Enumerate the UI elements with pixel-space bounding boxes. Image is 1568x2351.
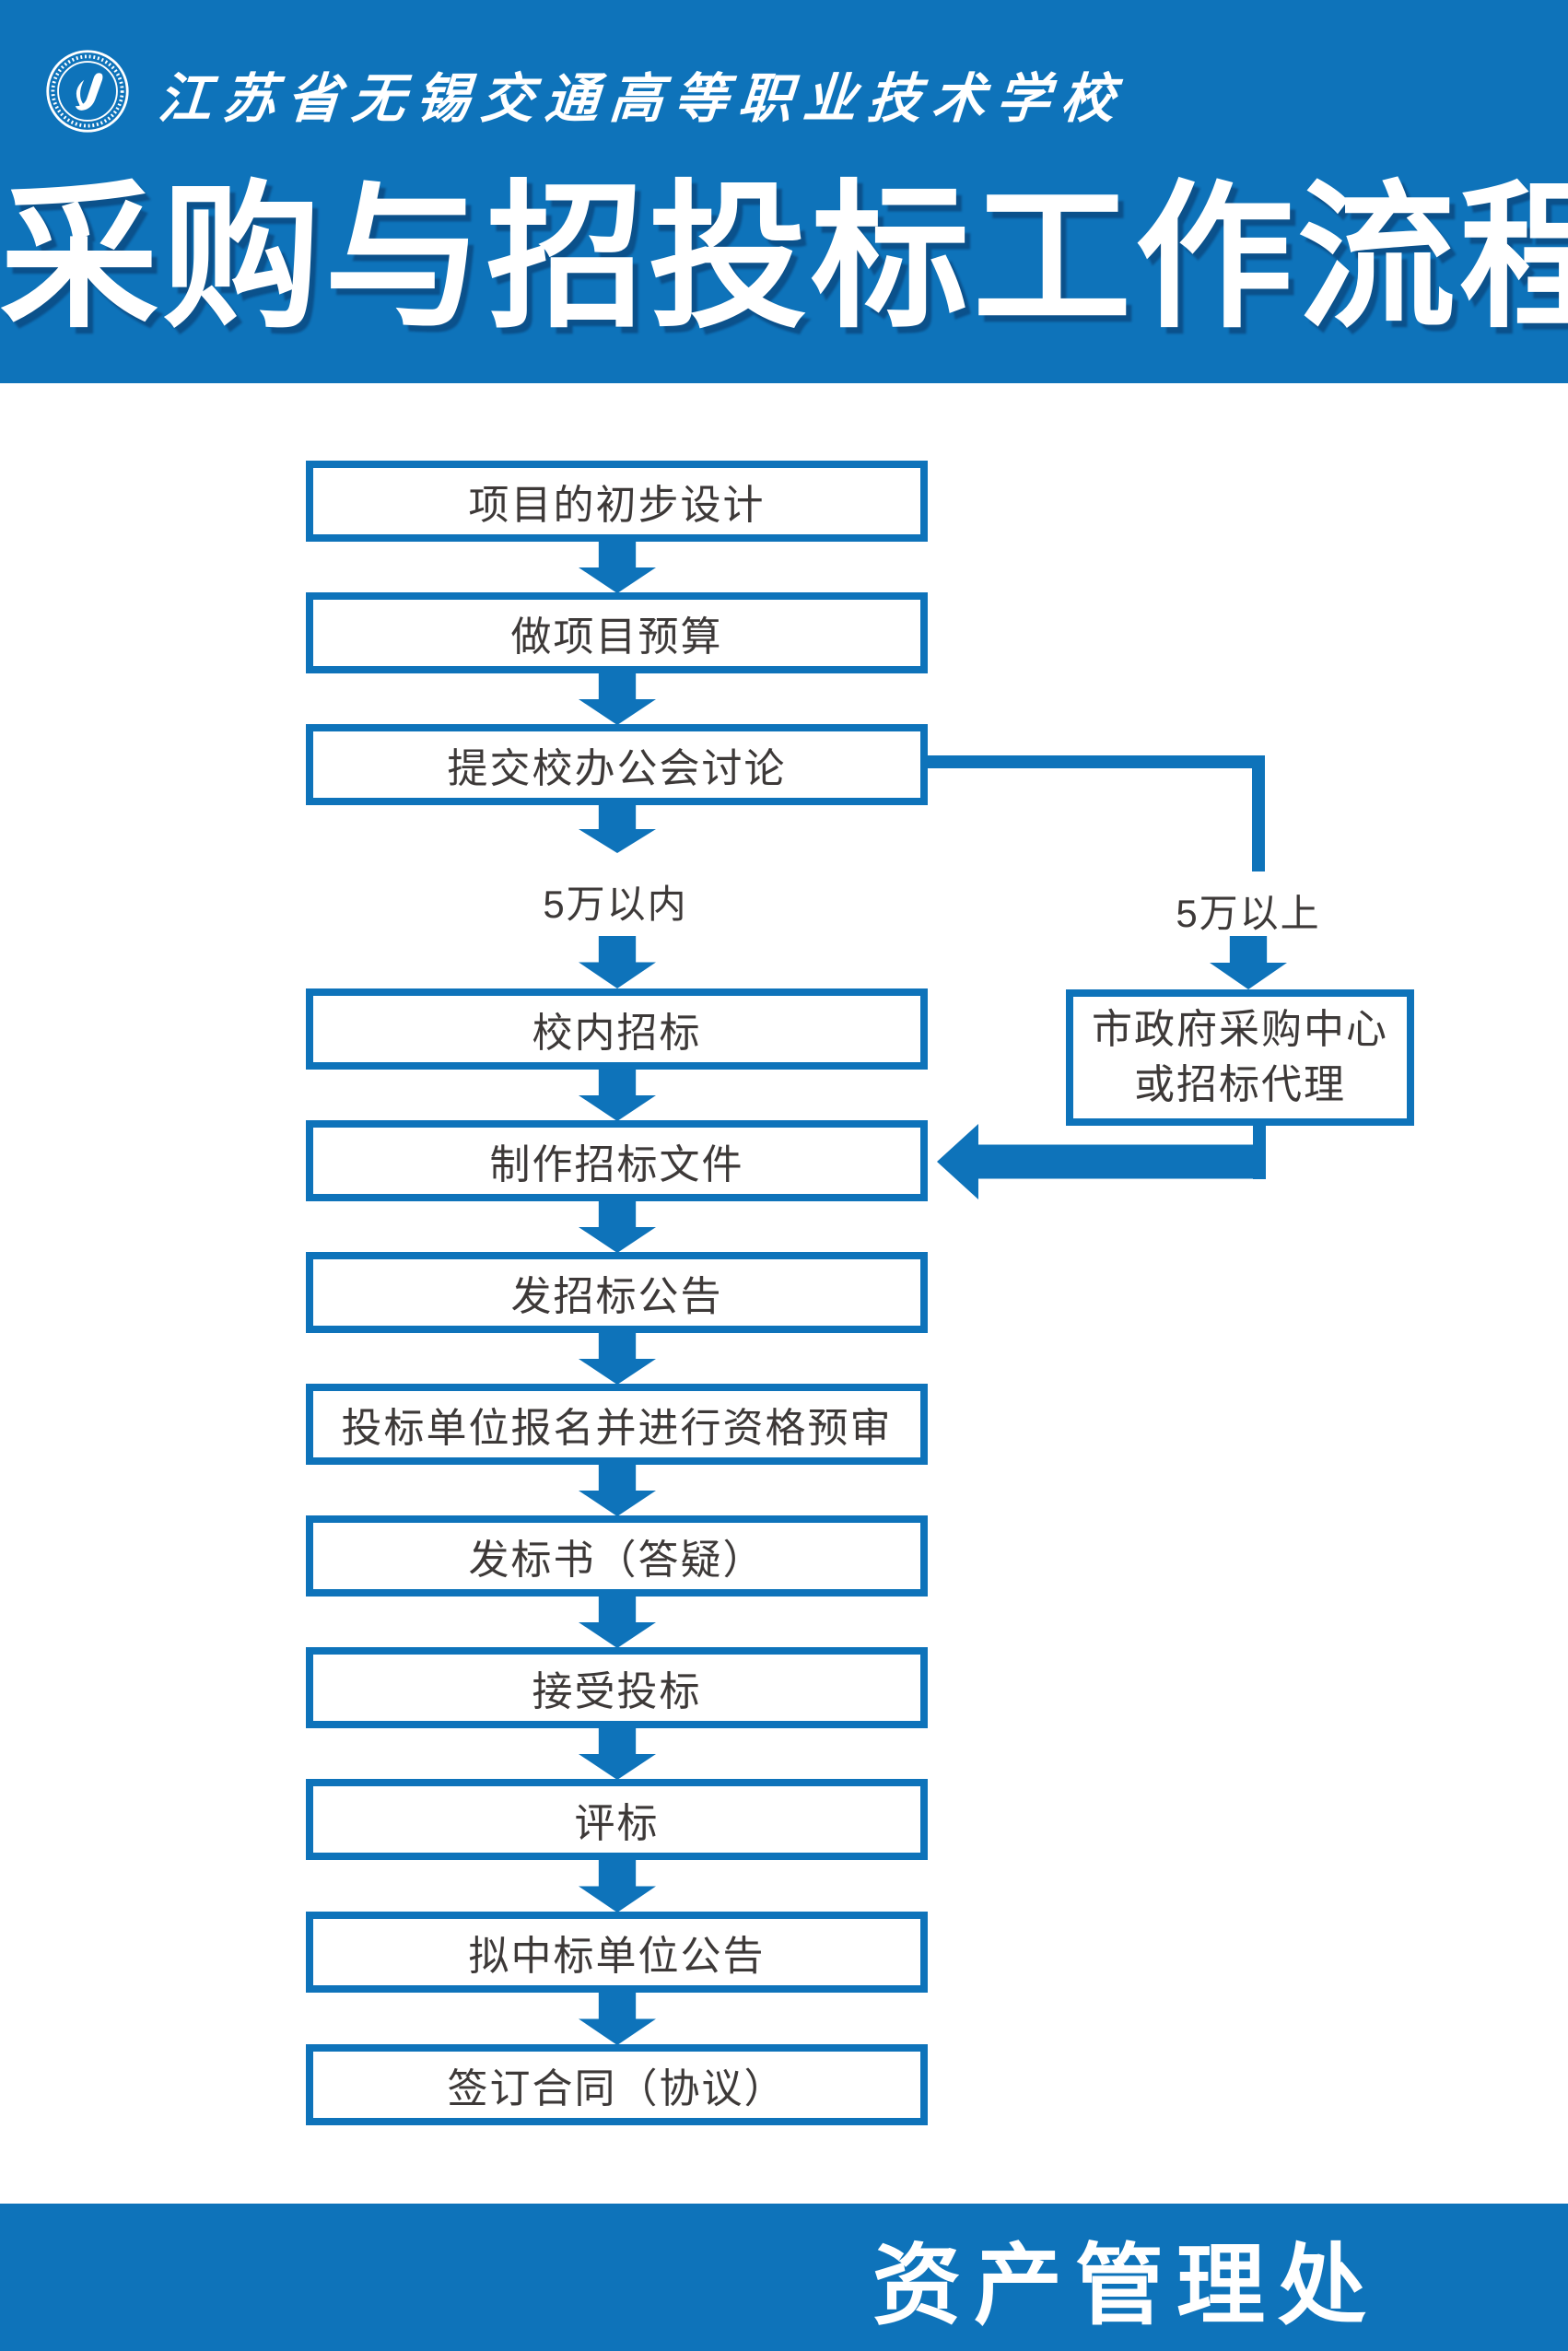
down-arrow-12 [579, 1993, 656, 2045]
department-title: 资产管理处 [872, 2236, 1379, 2335]
flow-box-step-3: 提交校办公会讨论 [306, 724, 928, 805]
branch-label-over-50k: 5万以上 [1176, 892, 1321, 935]
down-arrow-right-branch [1210, 936, 1287, 989]
poster-title: 采购与招投标工作流程图 [0, 170, 1568, 346]
flow-box-step-9: 接受投标 [306, 1647, 928, 1728]
footer-band: 资产管理处 [0, 2204, 1568, 2351]
branch-connector-vertical [1252, 755, 1265, 871]
flow-box-step-4: 校内招标 [306, 988, 928, 1070]
school-emblem-icon [46, 50, 129, 133]
down-arrow-2 [579, 673, 656, 725]
left-arrow-return [937, 1124, 1266, 1199]
down-arrow-7 [579, 1333, 656, 1385]
branch-label-under-50k: 5万以内 [543, 883, 688, 926]
agency-line-1: 市政府采购中心 [1092, 1007, 1388, 1052]
down-arrow-8 [579, 1465, 656, 1516]
down-arrow-5 [579, 1070, 656, 1121]
down-arrow-11 [579, 1860, 656, 1912]
agency-line-2: 或招标代理 [1134, 1062, 1346, 1107]
flow-box-step-1: 项目的初步设计 [306, 461, 928, 542]
school-name: 江苏省无锡交通高等职业技术学校 [156, 69, 1128, 129]
flow-box-step-10: 评标 [306, 1779, 928, 1860]
flow-box-step-2: 做项目预算 [306, 592, 928, 673]
flow-box-step-5: 制作招标文件 [306, 1120, 928, 1201]
flow-box-step-6: 发招标公告 [306, 1252, 928, 1333]
down-arrow-1 [579, 542, 656, 593]
down-arrow-9 [579, 1597, 656, 1648]
branch-connector-horizontal [928, 755, 1265, 768]
flow-box-step-11: 拟中标单位公告 [306, 1912, 928, 1993]
flow-box-agency: 市政府采购中心 或招标代理 [1066, 989, 1414, 1126]
flow-box-step-12: 签订合同（协议） [306, 2044, 928, 2125]
down-arrow-6 [579, 1201, 656, 1253]
down-arrow-10 [579, 1728, 656, 1780]
down-arrow-4 [579, 936, 656, 988]
down-arrow-3 [579, 805, 656, 853]
header-band: 江苏省无锡交通高等职业技术学校 采购与招投标工作流程图 [0, 0, 1568, 383]
flow-box-step-8: 发标书（答疑） [306, 1515, 928, 1597]
flow-box-step-7: 投标单位报名并进行资格预审 [306, 1384, 928, 1465]
